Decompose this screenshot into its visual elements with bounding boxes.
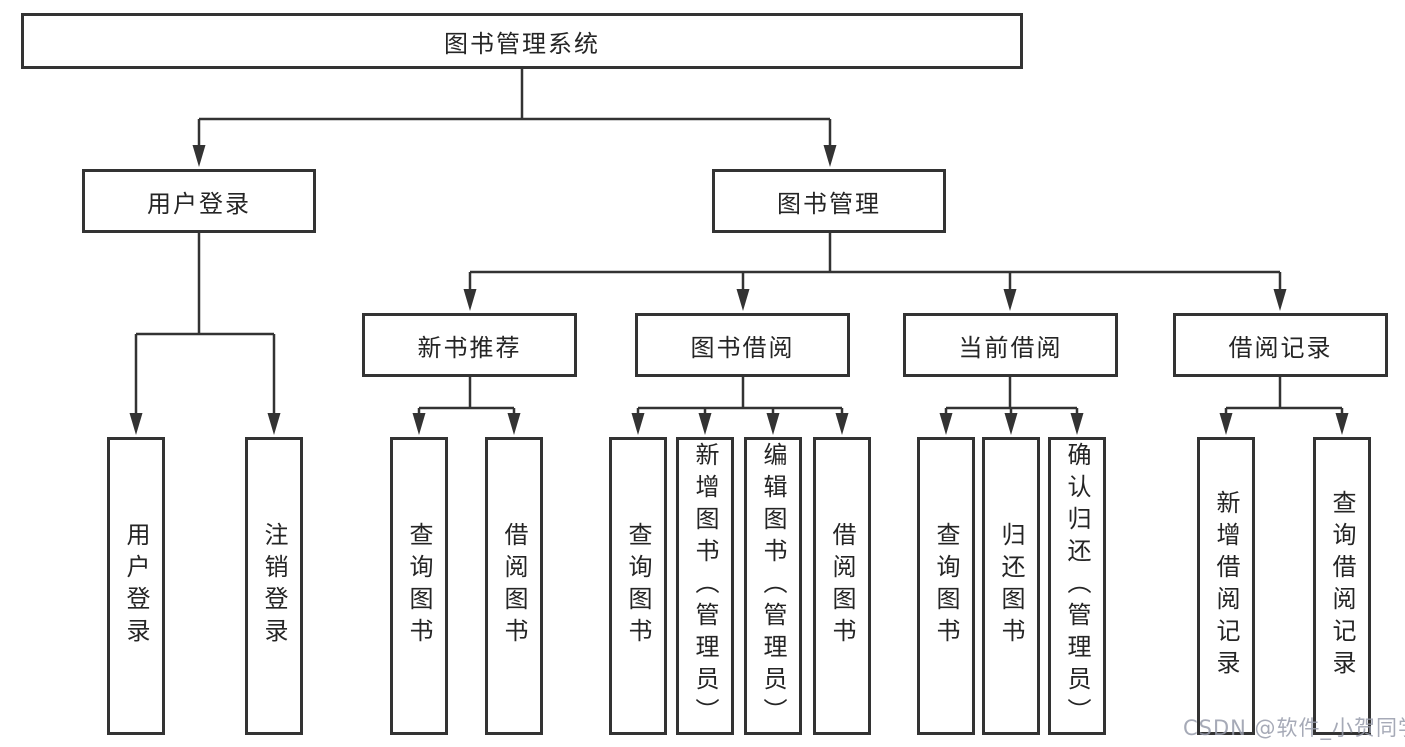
- leaf-borrow-books: 借阅图书: [813, 437, 871, 735]
- node-label: 查询图书: [405, 522, 433, 650]
- node-label: 用户登录: [122, 522, 150, 650]
- node-label: 新增图书（管理员）: [691, 442, 719, 730]
- leaf-add-books-admin: 新增图书（管理员）: [676, 437, 734, 735]
- node-book-borrowing: 图书借阅: [635, 313, 850, 377]
- csdn-watermark: CSDN @软件_小贺同学: [1183, 716, 1405, 740]
- node-label: 借阅记录: [1228, 333, 1333, 362]
- node-book-management-branch: 图书管理: [712, 169, 946, 233]
- leaf-add-borrow-record: 新增借阅记录: [1197, 437, 1255, 735]
- node-label: 查询借阅记录: [1328, 490, 1356, 682]
- node-label: 新增借阅记录: [1212, 490, 1240, 682]
- leaf-query-books-current: 查询图书: [917, 437, 975, 735]
- node-label: 借阅图书: [828, 522, 856, 650]
- leaf-return-books: 归还图书: [982, 437, 1040, 735]
- node-label: 图书管理: [777, 189, 881, 218]
- node-new-book-recommend: 新书推荐: [362, 313, 577, 377]
- node-current-borrowing: 当前借阅: [903, 313, 1118, 377]
- node-label: 借阅图书: [500, 522, 528, 650]
- leaf-edit-books-admin: 编辑图书（管理员）: [744, 437, 802, 735]
- node-user-login-branch: 用户登录: [82, 169, 316, 233]
- node-label: 用户登录: [147, 189, 251, 218]
- leaf-query-books-borrowing: 查询图书: [609, 437, 667, 735]
- leaf-confirm-return-admin: 确认归还（管理员）: [1048, 437, 1106, 735]
- tree-edges: [134, 69, 1344, 415]
- node-label: 确认归还（管理员）: [1063, 442, 1091, 730]
- leaf-user-login: 用户登录: [107, 437, 165, 735]
- leaf-query-borrow-record: 查询借阅记录: [1313, 437, 1371, 735]
- leaf-logout: 注销登录: [245, 437, 303, 735]
- leaf-query-books-recommend: 查询图书: [390, 437, 448, 735]
- node-label: 新书推荐: [417, 333, 522, 362]
- node-label: 查询图书: [624, 522, 652, 650]
- node-label: 编辑图书（管理员）: [759, 442, 787, 730]
- arrow-heads: [129, 145, 1349, 435]
- node-label: 当前借阅: [958, 333, 1063, 362]
- node-borrowing-records: 借阅记录: [1173, 313, 1388, 377]
- node-label: 归还图书: [997, 522, 1025, 650]
- node-label: 查询图书: [932, 522, 960, 650]
- node-label: 注销登录: [260, 522, 288, 650]
- node-label: 图书借阅: [690, 333, 795, 362]
- node-label: 图书管理系统: [444, 29, 600, 58]
- leaf-borrow-books-recommend: 借阅图书: [485, 437, 543, 735]
- node-root-library-system: 图书管理系统: [21, 13, 1023, 69]
